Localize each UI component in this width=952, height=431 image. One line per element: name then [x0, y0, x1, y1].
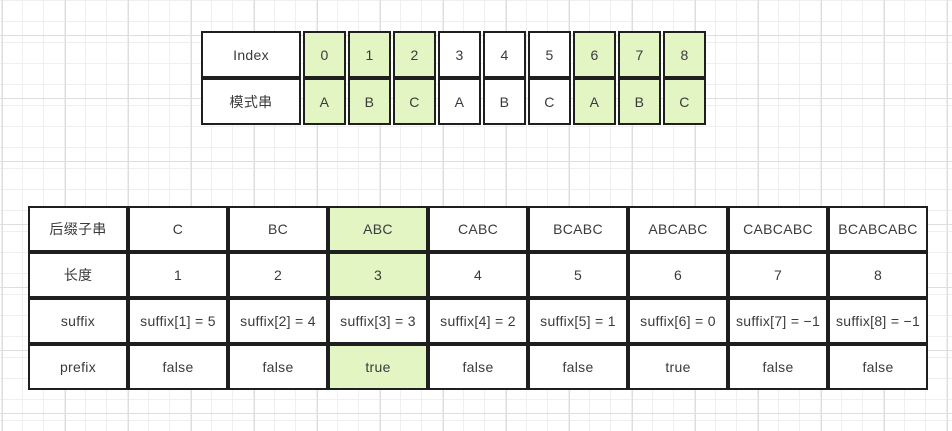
table-cell: suffix[1] = 5 [128, 298, 228, 344]
suffix-analysis-table: 后缀子串 C BC ABC CABC BCABC ABCABC CABCABC … [28, 206, 928, 390]
table-cell: 8 [663, 31, 706, 78]
table-cell: 0 [303, 31, 346, 78]
table-cell: suffix[2] = 4 [228, 298, 328, 344]
table-cell: A [303, 78, 346, 125]
table-cell: BCABCABC [828, 206, 928, 252]
suffix-value-row: suffix suffix[1] = 5 suffix[2] = 4 suffi… [28, 298, 928, 344]
table-cell: C [128, 206, 228, 252]
table-cell: 7 [728, 252, 828, 298]
table-cell: BCABC [528, 206, 628, 252]
table-cell: 1 [348, 31, 391, 78]
table-cell: A [573, 78, 616, 125]
pattern-row: 模式串 A B C A B C A B C [201, 78, 706, 125]
table-cell: B [483, 78, 526, 125]
table-cell: 5 [528, 31, 571, 78]
table-cell: false [828, 344, 928, 390]
table-cell: true [628, 344, 728, 390]
table-cell: ABC [328, 206, 428, 252]
table-cell: C [528, 78, 571, 125]
row-label-index: Index [201, 31, 301, 78]
table-cell: B [348, 78, 391, 125]
table-cell: 2 [393, 31, 436, 78]
table-cell: suffix[3] = 3 [328, 298, 428, 344]
table-cell: 4 [428, 252, 528, 298]
table-cell: suffix[5] = 1 [528, 298, 628, 344]
row-label-suffix: suffix [28, 298, 128, 344]
table-cell: true [328, 344, 428, 390]
row-label-suffix-substring: 后缀子串 [28, 206, 128, 252]
table-cell: suffix[6] = 0 [628, 298, 728, 344]
table-cell: 3 [438, 31, 481, 78]
table-cell: 8 [828, 252, 928, 298]
table-cell: B [618, 78, 661, 125]
table-cell: false [728, 344, 828, 390]
table-cell: C [393, 78, 436, 125]
table-cell: 7 [618, 31, 661, 78]
table-cell: 4 [483, 31, 526, 78]
table-cell: false [428, 344, 528, 390]
table-cell: C [663, 78, 706, 125]
table-cell: false [228, 344, 328, 390]
table-cell: ABCABC [628, 206, 728, 252]
table-cell: 1 [128, 252, 228, 298]
table-cell: suffix[4] = 2 [428, 298, 528, 344]
table-cell: 2 [228, 252, 328, 298]
suffix-substring-row: 后缀子串 C BC ABC CABC BCABC ABCABC CABCABC … [28, 206, 928, 252]
table-cell: false [128, 344, 228, 390]
table-cell: CABCABC [728, 206, 828, 252]
index-row: Index 0 1 2 3 4 5 6 7 8 [201, 31, 706, 78]
table-cell: CABC [428, 206, 528, 252]
pattern-index-table: Index 0 1 2 3 4 5 6 7 8 模式串 A B C A B C … [199, 31, 708, 125]
table-cell: suffix[8] = −1 [828, 298, 928, 344]
table-cell: A [438, 78, 481, 125]
row-label-pattern: 模式串 [201, 78, 301, 125]
table-cell: 6 [573, 31, 616, 78]
table-cell: 5 [528, 252, 628, 298]
table-cell: false [528, 344, 628, 390]
length-row: 长度 1 2 3 4 5 6 7 8 [28, 252, 928, 298]
table-cell: suffix[7] = −1 [728, 298, 828, 344]
table-cell: 3 [328, 252, 428, 298]
prefix-flag-row: prefix false false true false false true… [28, 344, 928, 390]
row-label-length: 长度 [28, 252, 128, 298]
table-cell: BC [228, 206, 328, 252]
table-cell: 6 [628, 252, 728, 298]
row-label-prefix: prefix [28, 344, 128, 390]
